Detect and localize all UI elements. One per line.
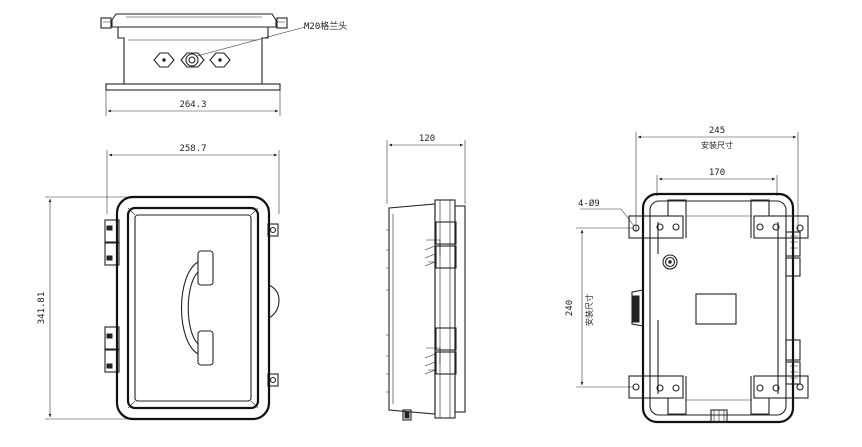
telephone-handset-icon [181, 250, 214, 366]
mounting-bracket-bottom-right [750, 375, 809, 415]
mounting-bracket-top-left [628, 199, 687, 239]
front-view: 258.7 341.81 [37, 144, 280, 421]
dim-side-depth: 120 [419, 134, 435, 144]
dim-top-width: 264.3 [179, 100, 206, 110]
top-view: M20格兰头 264.3 [100, 13, 347, 116]
cable-gland-label: M20格兰头 [304, 20, 347, 32]
dim-back-mount-height: 240 [565, 300, 575, 316]
dim-back-inner-width: 170 [709, 168, 725, 178]
dim-back-mount-height-note: 安装尺寸 [584, 294, 594, 326]
left-hinges [104, 219, 120, 373]
knurled-knob-icon [662, 254, 678, 270]
back-view: 245 安装尺寸 170 240 安装尺寸 4-Ø9 [565, 126, 809, 424]
dim-front-width: 258.7 [179, 144, 206, 154]
dim-front-height: 341.81 [37, 292, 47, 325]
mounting-bracket-bottom-left [628, 375, 687, 415]
dim-back-mount-width-note: 安装尺寸 [701, 140, 733, 150]
dim-back-mount-width: 245 [709, 126, 725, 136]
side-view: 120 [386, 134, 466, 421]
hole-spec-label: 4-Ø9 [578, 198, 600, 209]
cable-gland-icon [153, 52, 231, 68]
mounting-bracket-top-right [750, 199, 809, 239]
